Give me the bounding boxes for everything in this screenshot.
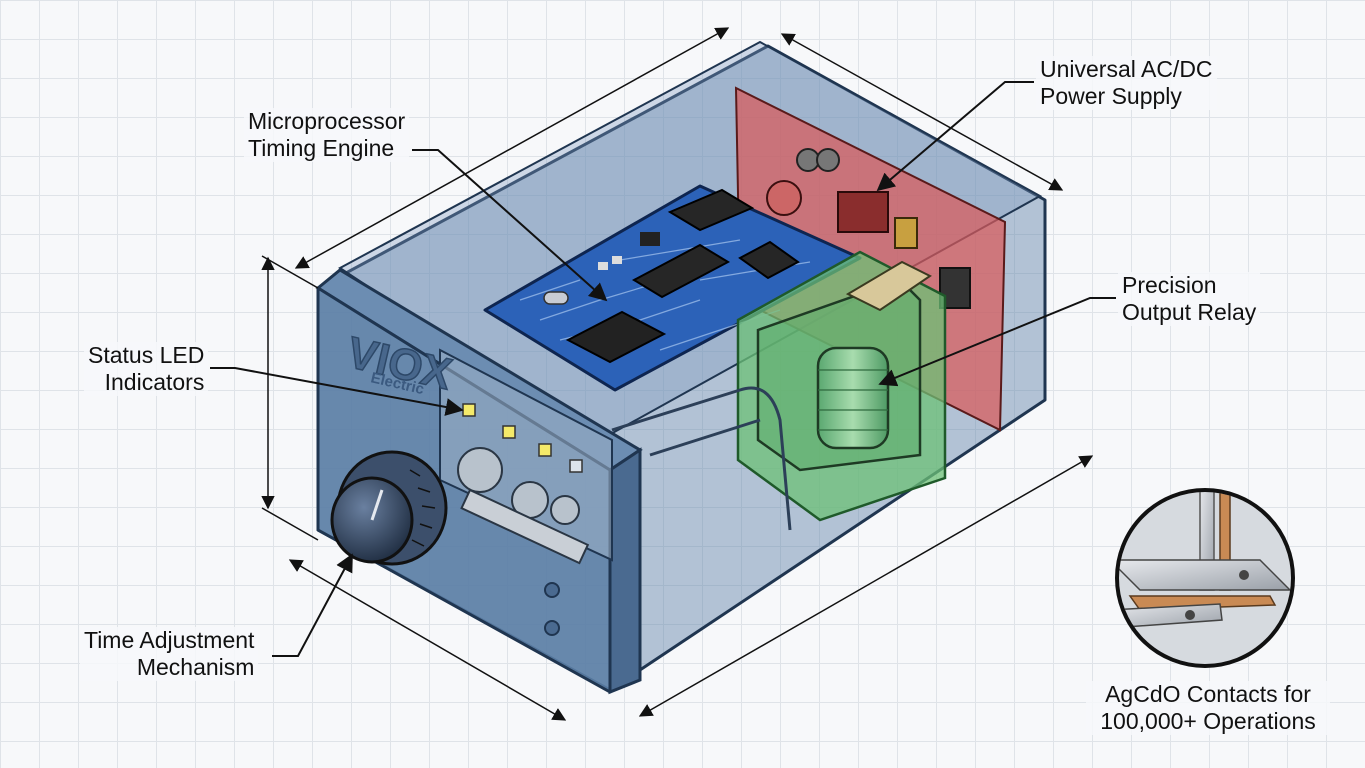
callout-line: Timing Engine <box>248 135 395 161</box>
callout-line: Time Adjustment <box>84 627 255 653</box>
relay-board <box>736 250 947 522</box>
status-led <box>462 403 476 417</box>
callout-line: Output Relay <box>1122 299 1257 325</box>
status-led <box>538 443 552 457</box>
time-adjustment-knob <box>330 450 448 566</box>
callout-line: 100,000+ Operations <box>1100 708 1316 734</box>
status-led <box>502 425 516 439</box>
callout-status-led: Status LED Indicators <box>84 342 209 396</box>
callout-line: Power Supply <box>1040 83 1182 109</box>
callout-line: Universal AC/DC <box>1040 56 1213 82</box>
callout-line: Precision <box>1122 272 1217 298</box>
callout-line: Mechanism <box>136 654 255 680</box>
callout-output-relay: Precision Output Relay <box>1118 272 1261 326</box>
ribbon-cable <box>611 386 792 531</box>
callout-line: Status LED <box>88 342 205 368</box>
contacts-inset <box>1115 488 1295 668</box>
callout-line: Microprocessor <box>248 108 406 134</box>
gear-train <box>457 447 590 565</box>
callout-time-adjustment: Time Adjustment Mechanism <box>80 627 259 681</box>
callout-line: AgCdO Contacts for <box>1105 681 1311 707</box>
callout-leaders <box>210 81 1116 657</box>
callout-power-supply: Universal AC/DC Power Supply <box>1036 56 1217 110</box>
status-led <box>569 459 583 473</box>
callout-line: Indicators <box>104 369 205 395</box>
callout-microprocessor-timing-engine: Microprocessor Timing Engine <box>244 108 410 162</box>
callout-contacts: AgCdO Contacts for 100,000+ Operations <box>1086 681 1330 735</box>
